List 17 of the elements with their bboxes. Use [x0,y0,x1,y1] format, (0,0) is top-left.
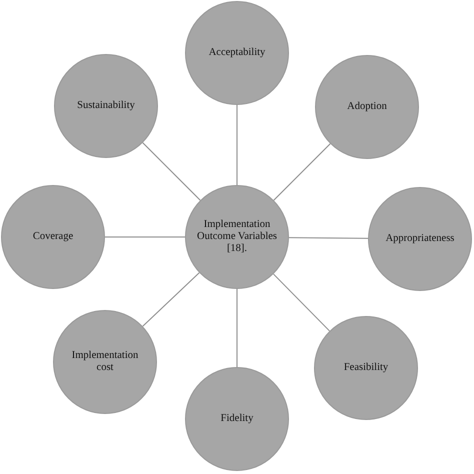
node-label: Adoption [347,100,387,114]
connector-line [272,274,330,332]
node-label: Appropriateness [386,232,454,246]
node-label: Feasibility [344,362,388,374]
node-label: Implementation cost [70,350,140,374]
node-label: Fidelity [220,412,254,426]
connector-line [273,143,331,201]
node-label: Acceptability [208,46,266,60]
connector-line [104,236,186,238]
node-label: Implementation Outcome Variables [18]. [196,218,278,256]
node-label: Coverage [32,230,74,244]
connector-line [236,104,238,186]
connector-line [236,288,238,368]
node-label: Sustainability [77,100,135,112]
connector-line [142,272,200,327]
connector-line [288,237,368,239]
connector-line [142,142,201,201]
